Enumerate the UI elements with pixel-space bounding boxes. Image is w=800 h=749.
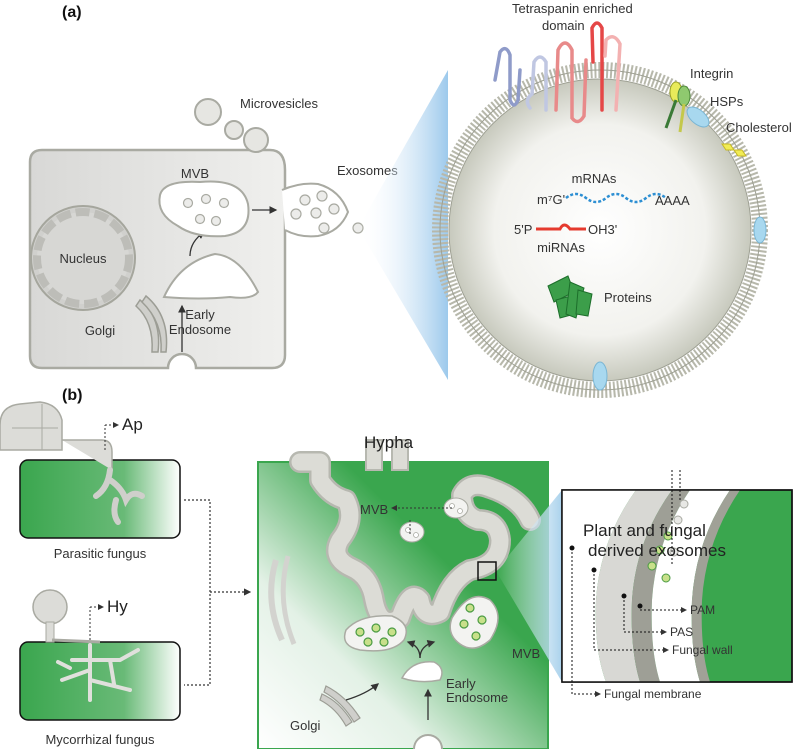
zoom-title-line2: derived exosomes [588, 541, 726, 560]
mrna-tail-label: AAAA [655, 193, 690, 208]
microvesicles-label: Microvesicles [240, 96, 319, 111]
hypha-tag-label: Hy [107, 597, 128, 616]
parasitic-fungus-box [0, 401, 181, 539]
golgi-label: Golgi [85, 323, 115, 338]
mrnas-label: mRNAs [572, 171, 617, 186]
plant-golgi-label: Golgi [290, 718, 320, 733]
zoom-pointers [571, 470, 687, 697]
early-endosome [162, 252, 260, 300]
plant-mvb-right [449, 595, 499, 649]
cholesterol-icon [721, 143, 747, 157]
plant-golgi [319, 685, 361, 727]
plant-mvb-left [343, 615, 407, 652]
plant-early-endosome-label-line2: Endosome [446, 690, 508, 705]
tetraspanin-label-line2: domain [542, 18, 585, 33]
mirna-3p-label: OH3' [588, 222, 617, 237]
protein-icon [547, 275, 593, 319]
plant-mvb-label: MVB [512, 646, 540, 661]
zoom-title-line1: Plant and fungal [583, 521, 706, 540]
microvesicles [194, 98, 269, 153]
plant-early-endosome [400, 661, 443, 683]
tetraspanin-label-line1: Tetraspanin enriched [512, 1, 633, 16]
proteins-label: Proteins [604, 290, 652, 305]
hsps-label: HSPs [710, 94, 744, 109]
integrin-icon [664, 81, 691, 133]
early-endosome-label-line2: Endosome [169, 322, 231, 337]
fungal-wall-label: Fungal wall [672, 643, 733, 657]
mycorrhizal-fungus-box [19, 589, 181, 721]
hsp-channels [592, 106, 767, 391]
mirna-strand [536, 223, 586, 231]
appressorium-label: Ap [122, 415, 143, 434]
pas-label: PAS [670, 625, 693, 639]
tetraspanin [493, 21, 622, 124]
mvb [158, 180, 250, 238]
parasitic-fungus-caption: Parasitic fungus [54, 546, 147, 561]
panel-b-label: (b) [62, 387, 82, 404]
exosomes-label: Exosomes [337, 163, 398, 178]
early-endosome-label-line1: Early [185, 307, 215, 322]
plant-cell-with-hypha [257, 439, 549, 749]
panel-a-label: (a) [62, 4, 82, 21]
golgi [135, 294, 168, 353]
interface-zoom-panel [561, 489, 793, 683]
zoom-beam-a [358, 70, 448, 380]
nucleus [30, 205, 136, 311]
hypha-label: Hypha [364, 433, 414, 452]
mycorrhizal-fungus-caption: Mycorrhizal fungus [45, 732, 155, 747]
mvb-label: MVB [181, 166, 209, 181]
integrin-label: Integrin [690, 66, 733, 81]
mrna-cap-label: m⁷G' [537, 192, 565, 207]
pam-label: PAM [690, 603, 715, 617]
mirna-5p-label: 5'P [514, 222, 532, 237]
fungal-membrane-label: Fungal membrane [604, 687, 702, 701]
hypha-mvb-label: MVB [360, 502, 388, 517]
exosome-release [281, 182, 364, 238]
plant-early-endosome-label-line1: Early [446, 676, 476, 691]
mirnas-label: miRNAs [537, 240, 585, 255]
cholesterol-label: Cholesterol [726, 120, 792, 135]
connector-lines [184, 499, 252, 686]
zoom-beam-b [496, 490, 562, 682]
hypha-mvbs [399, 497, 469, 543]
nucleus-label: Nucleus [60, 251, 107, 266]
